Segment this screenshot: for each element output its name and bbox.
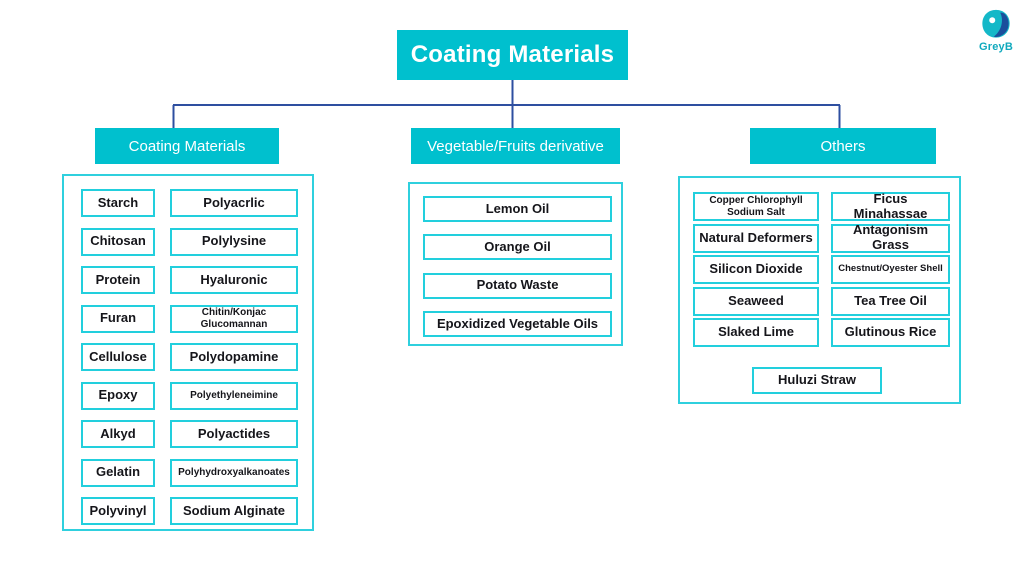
item-label: Glutinous Rice <box>844 324 937 340</box>
item-label: Slaked Lime <box>718 324 794 340</box>
item-label: Hyaluronic <box>200 271 268 287</box>
item-label: Huluzi Straw <box>777 372 856 388</box>
item-label: Gelatin <box>95 464 141 480</box>
item-box[interactable]: Epoxidized Vegetable Oils <box>423 310 612 337</box>
item-box[interactable]: Polyvinyl <box>81 497 155 525</box>
item-box[interactable]: Orange Oil <box>423 234 612 261</box>
item-label: Polyethyleneimine <box>190 389 278 401</box>
item-box[interactable]: Glutinous Rice <box>831 318 950 347</box>
item-box[interactable]: Ficus Minahassae <box>831 190 950 221</box>
item-label: Epoxidized Vegetable Oils <box>436 315 599 331</box>
item-label: Silicon Dioxide <box>709 261 803 277</box>
item-box[interactable]: Natural Deformers <box>693 223 819 253</box>
item-label: Potato Waste <box>476 277 559 293</box>
item-label: Chitosan <box>90 233 146 249</box>
item-box[interactable]: Potato Waste <box>423 272 612 299</box>
item-label: Starch <box>97 194 139 210</box>
item-box[interactable]: Lemon Oil <box>423 196 612 222</box>
item-label: Sodium Alginate <box>182 502 286 518</box>
item-label: Antagonism Grass <box>852 222 929 252</box>
item-box[interactable]: Huluzi Straw <box>752 367 882 394</box>
item-label: Furan <box>99 310 137 326</box>
category-header-others[interactable]: Others <box>750 128 936 164</box>
item-label: Polyvinyl <box>89 502 147 518</box>
item-box[interactable]: Hyaluronic <box>170 266 298 294</box>
item-box[interactable]: Chitin/Konjac Glucomannan <box>170 304 298 333</box>
item-box[interactable]: Polyacrlic <box>170 189 298 217</box>
item-box[interactable]: Alkyd <box>81 420 155 448</box>
item-label: Cellulose <box>89 348 147 364</box>
item-label: Seaweed <box>728 292 784 308</box>
item-box[interactable]: Copper Chlorophyll Sodium Salt <box>693 192 819 221</box>
item-box[interactable]: Cellulose <box>81 343 155 371</box>
item-box[interactable]: Gelatin <box>81 458 155 487</box>
item-label: Polydopamine <box>189 348 279 364</box>
category-header-coating-materials[interactable]: Coating Materials <box>95 128 279 164</box>
item-label: Tea Tree Oil <box>854 292 927 308</box>
item-box[interactable]: Starch <box>81 189 155 217</box>
item-box[interactable]: Chestnut/Oyester Shell <box>831 255 950 284</box>
item-label: Chestnut/Oyester Shell <box>838 263 943 275</box>
item-box[interactable]: Slaked Lime <box>693 318 819 347</box>
item-label: Epoxy <box>98 387 138 403</box>
item-label: Copper Chlorophyll Sodium Salt <box>709 195 803 218</box>
item-label: Protein <box>95 271 141 287</box>
item-label: Polyactides <box>197 425 271 441</box>
item-box[interactable]: Antagonism Grass <box>831 222 950 253</box>
item-label: Ficus Minahassae <box>853 190 928 221</box>
item-label: Chitin/Konjac Glucomannan <box>200 307 268 330</box>
item-box[interactable]: Sodium Alginate <box>170 497 298 525</box>
item-box[interactable]: Tea Tree Oil <box>831 286 950 316</box>
item-box[interactable]: Silicon Dioxide <box>693 255 819 284</box>
item-box[interactable]: Polyhydroxyalkanoates <box>170 458 298 487</box>
item-label: Polylysine <box>201 233 267 249</box>
item-label: Orange Oil <box>484 239 551 255</box>
item-label: Alkyd <box>100 425 136 441</box>
item-box[interactable]: Polyactides <box>170 420 298 448</box>
item-box[interactable]: Polyethyleneimine <box>170 381 298 410</box>
item-box[interactable]: Furan <box>81 304 155 333</box>
item-label: Lemon Oil <box>485 200 550 216</box>
item-box[interactable]: Epoxy <box>81 381 155 410</box>
item-box[interactable]: Polydopamine <box>170 343 298 371</box>
item-box[interactable]: Chitosan <box>81 227 155 256</box>
item-box[interactable]: Polylysine <box>170 227 298 256</box>
greyb-logo: GreyB <box>970 8 1022 54</box>
category-header-vegetable-fruits-derivative[interactable]: Vegetable/Fruits derivative <box>411 128 620 164</box>
greyb-logo-text: GreyB <box>978 41 1014 53</box>
item-label: Polyacrlic <box>203 194 265 210</box>
greyb-logo-icon <box>982 9 1010 38</box>
item-box[interactable]: Protein <box>81 266 155 294</box>
item-label: Natural Deformers <box>699 229 813 245</box>
root-node-coating-materials: Coating Materials <box>397 30 628 80</box>
item-box[interactable]: Seaweed <box>693 286 819 316</box>
item-label: Polyhydroxyalkanoates <box>178 466 290 478</box>
